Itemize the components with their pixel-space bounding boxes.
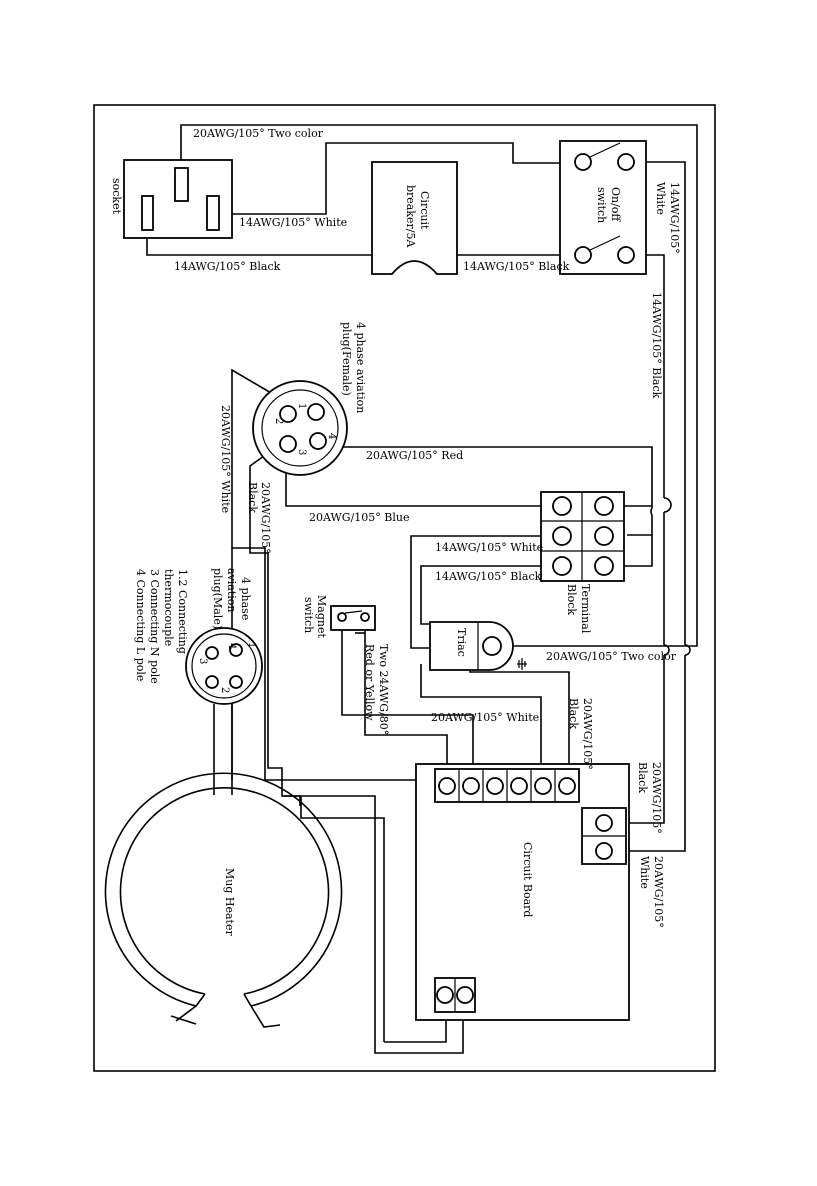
female-plug-label-2: plug(Female) [340,322,353,396]
wire-red: 20AWG/105° Red [366,449,463,462]
switch-label-2: switch [595,187,608,223]
male-plug-label-3: plug(Male) [211,568,224,629]
female-aviation-plug: 1 2 3 4 4 phase aviation plug(Female) [252,322,367,476]
circuit-board: Circuit Board [415,763,630,1021]
male-pin-1: 1 [246,642,257,648]
wire-crossovers [650,497,691,656]
male-aviation-plug: 1 4 3 2 4 phase aviation plug(Male) [185,568,263,705]
male-plug-label-1: 4 phase [239,577,252,620]
wire-white-tb: 14AWG/105° White [435,541,543,554]
male-pin-4: 4 [226,643,237,649]
wire-two-color-top: 20AWG/105° Two color [193,127,324,140]
circuit-board-label: Circuit Board [521,842,534,917]
note-3: 3 Connecting N pole [148,569,161,684]
male-plug-label-2: aviation [225,568,238,613]
note-2: thermocouple [162,569,175,646]
female-plug-outer [252,380,348,476]
wire-white-switch-2: White [654,182,667,215]
mug-heater-coil [104,772,343,1007]
socket-ground-pin [174,167,189,202]
magnet-switch: Magnet switch [302,595,376,638]
female-pin-4: 4 [326,433,337,439]
pin-notes: 1.2 Connecting thermocouple 3 Connecting… [134,569,189,684]
terminal-label-2: Block [565,584,578,615]
wire-black-triac-2: Black [567,698,580,729]
wire-black-cb-1: 20AWG/105° [650,762,663,834]
terminal-block: Terminal Block [540,491,625,634]
female-plug-label-1: 4 phase aviation [354,322,367,413]
magnet-label-2: switch [302,597,315,633]
ground-icon [517,658,527,670]
wire-labels: 20AWG/105° Two color 14AWG/105° White 14… [174,127,681,928]
wire-blue: 20AWG/105° Blue [309,511,409,524]
mug-heater-label: Mug Heater [223,868,236,936]
female-pin-1: 1 [296,403,307,409]
wire-black-cb-2: Black [636,762,649,793]
triac-body [429,621,514,671]
wire-magnet-1: Two 24AWG/80° [377,644,390,735]
switch-label-1: On/off [609,187,622,222]
terminal-label-1: Terminal [579,584,592,634]
wire-white-triac: 20AWG/105° White [431,711,539,724]
wire-white-cb-1: 20AWG/105° [652,856,665,928]
wire-black-tb: 14AWG/105° Black [435,570,542,583]
socket-right-pin [206,195,220,231]
socket: socket [110,159,233,239]
triac: Triac [429,621,527,671]
wire-black-socket: 14AWG/105° Black [174,260,281,273]
wire-black-breaker: 14AWG/105° Black [463,260,570,273]
female-pin-3: 3 [296,449,307,455]
breaker-label-1: Circuit [418,191,431,230]
socket-label: socket [110,178,123,215]
diagram-frame [93,104,716,1072]
wire-white-socket: 14AWG/105° White [239,216,347,229]
wire-white-switch-1: 14AWG/105° [668,182,681,254]
note-1: 1.2 Connecting [176,569,189,654]
note-4: 4 Connecting L pole [134,569,147,681]
male-pin-3: 3 [197,658,208,664]
on-off-switch: On/off switch [559,140,647,275]
socket-left-pin [141,195,154,231]
wire-two-color-triac: 20AWG/105° Two color [546,650,677,663]
circuit-breaker: Circuit breaker/5A [371,161,458,275]
male-plug-outer [185,627,263,705]
female-pin-2: 2 [273,418,284,424]
wire-magnet-2: Red or Yellow [363,644,376,721]
wire-black-plug-1: 20AWG/105° [259,482,272,554]
magnet-label-1: Magnet [315,595,328,638]
mug-heater: Mug Heater [104,772,343,1028]
breaker-label-2: breaker/5A [404,185,417,249]
wire-black-plug-2: Black [246,482,259,513]
male-pin-2: 2 [219,687,230,693]
wire-white-cb-2: White [638,856,651,889]
wire-black-right: 14AWG/105° Black [650,292,663,399]
wire-black-triac-1: 20AWG/105° [581,698,594,770]
triac-label: Triac [455,628,468,657]
wire-white-left: 20AWG/105° White [219,405,232,513]
breaker-body [371,161,458,275]
